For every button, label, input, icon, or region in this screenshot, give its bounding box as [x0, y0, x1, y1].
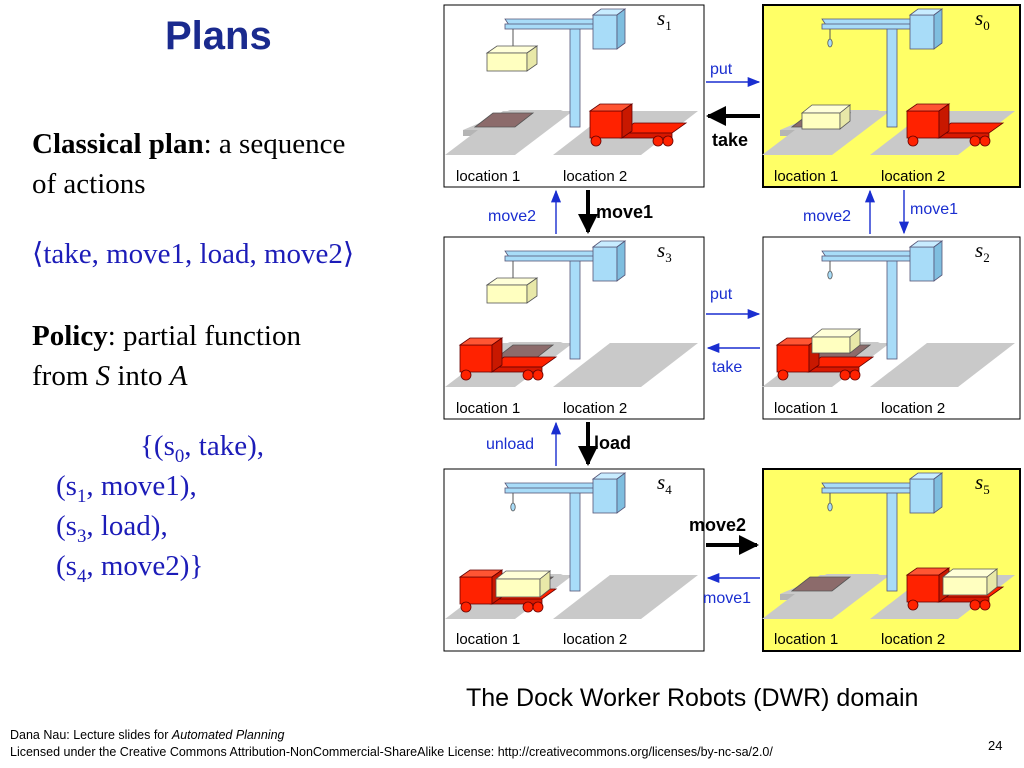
- s4-location-1-label: location 1: [456, 631, 520, 648]
- policy-pair-3-rest: , move2)}: [86, 550, 204, 582]
- s1-label: s1: [657, 6, 672, 33]
- plan-sequence: ⟨take, move1, load, move2⟩: [32, 238, 355, 270]
- label-load: load: [594, 433, 631, 453]
- policy-pair-3-sub: 4: [76, 565, 87, 587]
- label-take-mid: take: [712, 359, 742, 376]
- state-s2: s2 location 1 location 2: [761, 236, 1021, 420]
- label-move1-bottom: move1: [703, 590, 751, 607]
- policy-line2-b: into: [110, 360, 170, 392]
- label-put-top: put: [710, 61, 733, 78]
- classical-plan-line2: of actions: [32, 168, 146, 200]
- label-move1-left: move1: [596, 202, 653, 222]
- policy-pair-1-rest: , move1),: [86, 470, 197, 502]
- state-s5: s5 location 1 location 2: [761, 468, 1021, 652]
- s5-location-2-label: location 2: [881, 631, 945, 648]
- slide-title: Plans: [165, 14, 272, 58]
- label-unload: unload: [486, 436, 534, 453]
- policy-pair-2-sub: 3: [76, 525, 87, 547]
- policy-pair-3-open: (s: [56, 550, 77, 582]
- classical-plan-rest: : a sequence: [203, 128, 346, 160]
- policy-line2-a: from: [32, 360, 96, 392]
- policy-pair-1-open: (s: [56, 470, 77, 502]
- label-move2-bottom: move2: [689, 515, 746, 535]
- s3-location-1-label: location 1: [456, 400, 520, 417]
- s0-location-1-label: location 1: [774, 168, 838, 185]
- label-put-mid: put: [710, 286, 733, 303]
- policy-pair-1: (s1, move1),: [56, 466, 197, 517]
- footer-book-title: Automated Planning: [171, 728, 285, 742]
- policy-pair-0: {(s0, take),: [140, 426, 264, 477]
- s1-location-1-label: location 1: [456, 168, 520, 185]
- classical-plan-term: Classical plan: [32, 128, 204, 160]
- s2-location-1-label: location 1: [774, 400, 838, 417]
- policy-pair-2-open: (s: [56, 510, 77, 542]
- policy-rest: : partial function: [107, 320, 301, 352]
- policy-set-A: A: [169, 360, 188, 392]
- state-s4: s4 location 1 location 2: [443, 468, 705, 652]
- policy-term: Policy: [32, 320, 108, 352]
- s0-location-2-label: location 2: [881, 168, 945, 185]
- s5-location-1-label: location 1: [774, 631, 838, 648]
- state-s1: s1 location 1 location 2: [443, 4, 705, 188]
- state-s3: s3 location 1 location 2: [443, 236, 705, 420]
- footer-credit: Dana Nau: Lecture slides for Automated P…: [10, 728, 284, 742]
- s4-label: s4: [657, 470, 672, 497]
- policy-pair-2: (s3, load),: [56, 506, 168, 557]
- diagram-caption: The Dock Worker Robots (DWR) domain: [466, 684, 919, 712]
- classical-plan-definition: Classical plan: a sequence of actions: [32, 124, 345, 204]
- policy-pair-0-sub: 0: [174, 445, 185, 467]
- policy-set-S: S: [95, 360, 111, 392]
- policy-pair-1-sub: 1: [76, 485, 87, 507]
- label-move2-right: move2: [803, 208, 851, 225]
- label-move2-left: move2: [488, 208, 536, 225]
- s5-label: s5: [975, 470, 990, 497]
- policy-pair-3: (s4, move2)}: [56, 546, 203, 597]
- s4-location-2-label: location 2: [563, 631, 627, 648]
- s2-label: s2: [975, 238, 990, 265]
- policy-pair-0-rest: , take),: [184, 430, 265, 462]
- s3-label: s3: [657, 238, 672, 265]
- footer-license: Licensed under the Creative Commons Attr…: [10, 745, 773, 759]
- s2-location-2-label: location 2: [881, 400, 945, 417]
- label-take-top: take: [712, 130, 748, 150]
- s0-label: s0: [975, 6, 990, 33]
- state-s0: s0 location 1 location 2: [761, 4, 1021, 188]
- label-move1-right: move1: [910, 201, 958, 218]
- s1-location-2-label: location 2: [563, 168, 627, 185]
- policy-definition: Policy: partial function from S into A: [32, 316, 301, 396]
- footer-credit-prefix: Dana Nau: Lecture slides for: [10, 728, 172, 742]
- page-number: 24: [988, 738, 1003, 753]
- policy-pair-0-open: {(s: [140, 430, 175, 462]
- s3-location-2-label: location 2: [563, 400, 627, 417]
- policy-pair-2-rest: , load),: [86, 510, 168, 542]
